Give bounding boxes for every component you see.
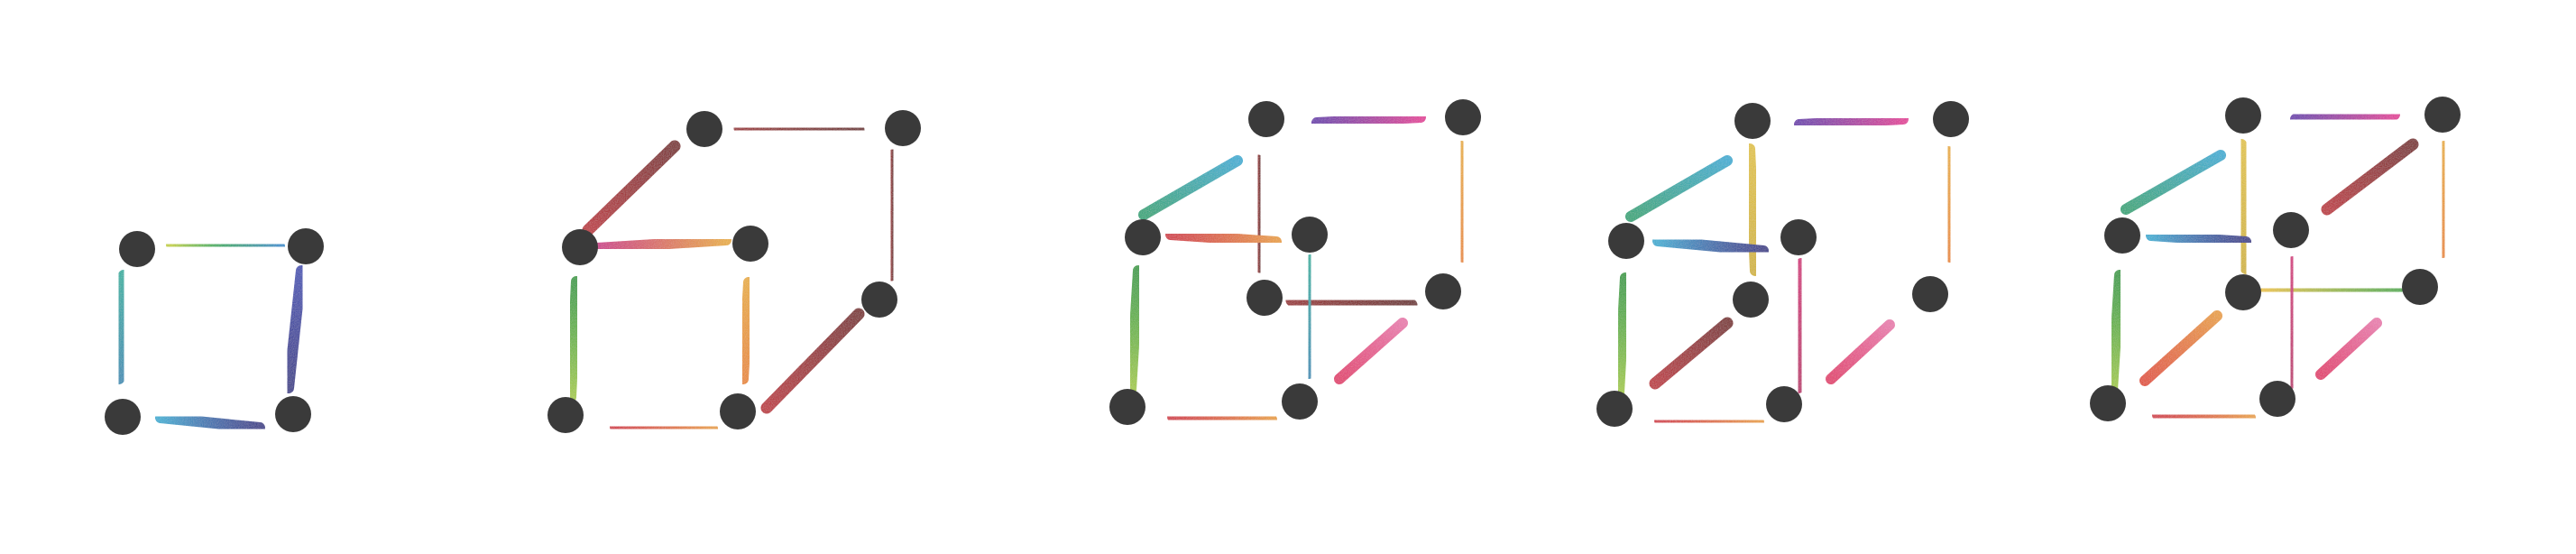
node-p4-br: [1766, 386, 1802, 422]
node-p5-inner-top: [2273, 212, 2309, 248]
node-p3-br-back: [1425, 273, 1461, 309]
node-p5-bl: [2090, 385, 2126, 421]
edge-p1-top: [166, 239, 285, 252]
edge-p4-vert-pink: [1793, 258, 1807, 393]
node-p2-bbr: [861, 282, 897, 318]
node-p5-br-back: [2402, 269, 2438, 305]
edge-p3-top-back: [1311, 112, 1426, 128]
node-p3-br: [1282, 383, 1318, 420]
node-p4-btl: [1734, 103, 1771, 139]
node-p5-mid: [2225, 274, 2261, 310]
edge-p1-right: [283, 265, 307, 393]
edge-p5-horiz-yg: [2260, 283, 2409, 297]
node-p1-tl: [119, 231, 155, 267]
node-p3-mid: [1292, 217, 1328, 253]
edge-p3-right-back: [1456, 141, 1468, 263]
edge-p4-diag-tl: [1625, 155, 1733, 222]
edge-p3-vert-teal: [1303, 254, 1316, 379]
edge-p4-left-front: [1614, 272, 1631, 398]
edge-p3-diag-tl: [1138, 155, 1243, 220]
node-p1-tr: [288, 228, 324, 264]
edge-p5-diag-darkred: [2321, 138, 2419, 216]
edge-p2-top-back: [733, 122, 865, 136]
edge-p5-vert-yellow: [2236, 139, 2251, 274]
node-p4-bl: [1596, 391, 1633, 427]
edge-p3-bottom-front: [1167, 411, 1277, 425]
node-p4-btr: [1933, 101, 1969, 137]
edge-p3-left-front: [1126, 265, 1144, 395]
node-p4-inner: [1733, 282, 1769, 318]
edge-p3-top-front: [1165, 229, 1282, 247]
edge-p3-diag-pink: [1334, 318, 1408, 384]
edge-p3-vert-maroon: [1252, 154, 1266, 273]
node-p5-tl: [2104, 217, 2140, 254]
node-p3-bl: [1109, 389, 1145, 425]
edge-p1-left: [114, 270, 129, 384]
edge-p2-right-front: [738, 277, 754, 384]
node-p4-mid: [1780, 219, 1817, 255]
edge-p5-right-back: [2437, 141, 2450, 258]
node-p3-inner: [1247, 280, 1283, 316]
edge-p1-bottom: [155, 412, 265, 433]
edge-p2-right-back: [885, 149, 899, 282]
edge-p5-diag-orange: [2139, 310, 2222, 386]
node-p3-btl: [1248, 101, 1284, 137]
edge-p5-diag-pink: [2315, 318, 2382, 380]
node-p5-btr: [2424, 97, 2461, 133]
edge-p2-top-front: [592, 235, 731, 254]
edge-p4-diag-darkred: [1649, 317, 1734, 390]
edge-p5-vert-pink: [2286, 256, 2298, 389]
node-p2-tr: [732, 226, 768, 262]
node-p3-tl: [1125, 219, 1161, 255]
node-p2-bl: [547, 397, 584, 433]
edge-p4-bottom-front: [1654, 415, 1764, 428]
edge-p2-diag-br: [760, 308, 865, 414]
node-p3-btr: [1445, 99, 1481, 135]
node-p1-br: [275, 396, 311, 432]
node-p4-tl: [1608, 223, 1644, 259]
edge-p5-bottom-front: [2152, 410, 2256, 423]
edge-p2-left-front: [566, 276, 582, 402]
node-p2-br: [720, 393, 756, 429]
edge-p5-diag-tl: [2121, 150, 2226, 215]
edge-p5-left-front: [2107, 270, 2125, 395]
node-p1-bl: [105, 399, 141, 435]
edge-p2-bottom-front: [610, 421, 718, 434]
node-p4-br-back: [1912, 276, 1948, 312]
edge-p4-right-back: [1943, 146, 1955, 263]
edge-p5-top-front: [2146, 230, 2251, 247]
edge-p4-top-front: [1652, 235, 1769, 256]
edge-p4-top-back: [1794, 114, 1909, 130]
edge-p5-top-back: [2290, 109, 2400, 125]
node-p2-btl: [686, 111, 722, 147]
edge-p2-diag-tl: [582, 140, 681, 236]
node-p5-br: [2259, 381, 2295, 417]
node-p2-tl: [562, 229, 598, 265]
node-p5-btl: [2225, 97, 2261, 134]
node-p2-btr: [885, 110, 921, 146]
edge-p4-diag-pink: [1826, 319, 1895, 384]
